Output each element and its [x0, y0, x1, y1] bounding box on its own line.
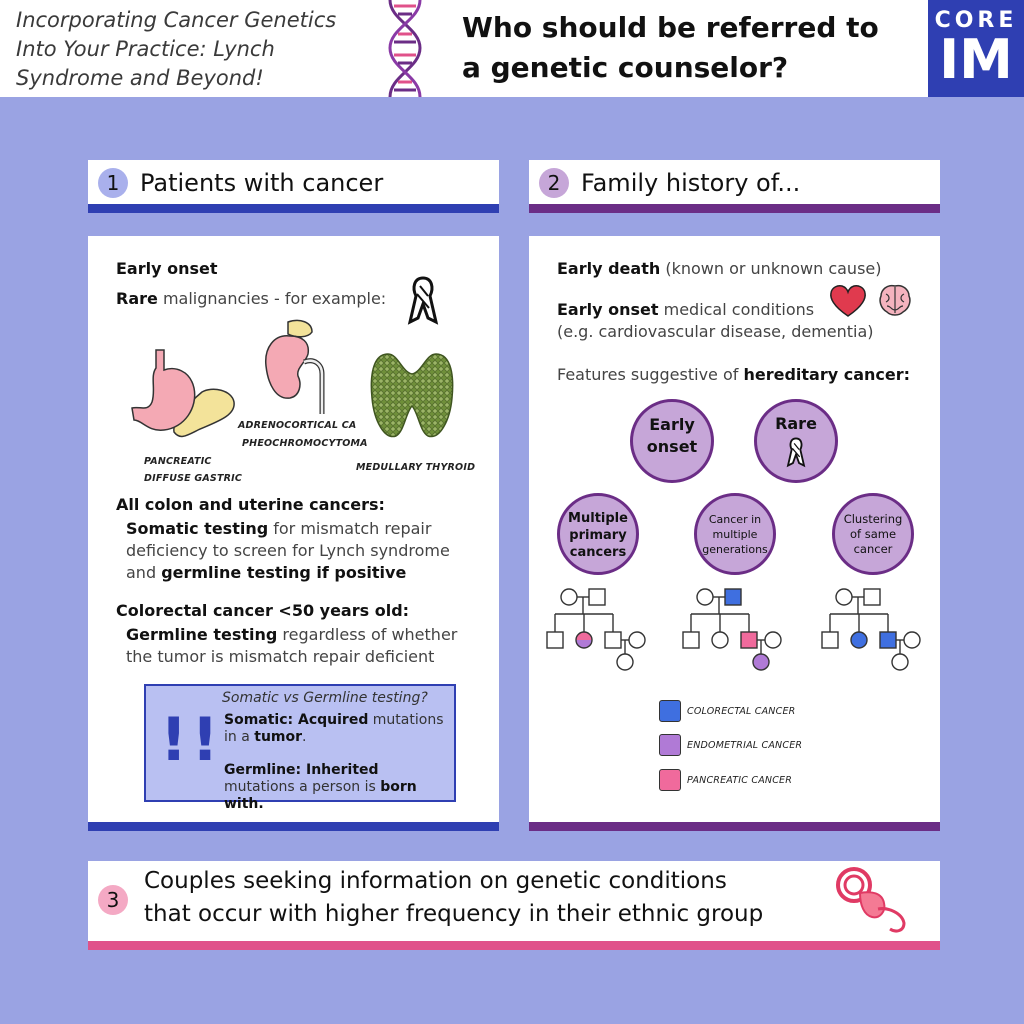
- hereditary-bold: hereditary cancer:: [743, 365, 911, 384]
- main-title: Who should be referred to a genetic coun…: [462, 11, 879, 84]
- pedigree-clustering: [821, 588, 921, 671]
- brand-logo: CORE IM: [928, 0, 1024, 97]
- rare-bold: Rare: [116, 289, 158, 308]
- adrenal-label-1: ADRENOCORTICAL CA: [238, 420, 357, 431]
- section1-number: 1: [98, 168, 128, 198]
- crc-text: regardless of whether the tumor is misma…: [126, 625, 458, 666]
- legend-endometrial: ENDOMETRIAL CANCER: [687, 740, 803, 751]
- circle-early-onset: Early onset: [630, 399, 714, 483]
- colon-body: Somatic testing for mismatch repair defi…: [126, 518, 482, 584]
- early-death-text: (known or unknown cause): [660, 259, 882, 278]
- circle-rare: Rare: [754, 399, 838, 483]
- stomach-icon: [131, 349, 235, 438]
- card1-bottom-bar: [88, 822, 499, 831]
- section2-header: 2 Family history of...: [529, 160, 940, 204]
- ribbon-icon: [786, 437, 806, 468]
- early-onset-line: Early onset medical conditions: [557, 299, 814, 321]
- card2-bottom-bar: [529, 822, 940, 831]
- section2-bar: [529, 204, 940, 213]
- note-germline: Germline: Inherited mutations a person i…: [224, 762, 452, 813]
- rare-rest: malignancies - for example:: [157, 289, 387, 308]
- pacifier-icon: [836, 867, 906, 933]
- germline-if-positive-bold: germline testing if positive: [161, 563, 407, 582]
- section1-header: 1 Patients with cancer: [88, 160, 499, 204]
- section3-bar: [88, 941, 940, 950]
- somatic-testing-bold: Somatic testing: [126, 519, 269, 538]
- features-text: Features suggestive of: [557, 365, 744, 384]
- germline-bold: Germline: Inherited: [224, 762, 379, 778]
- section3-card: 3 Couples seeking information on genetic…: [88, 861, 940, 941]
- tumor-bold: tumor: [254, 729, 303, 745]
- section1-title: Patients with cancer: [140, 169, 384, 197]
- somatic-text: mutations in a: [224, 712, 444, 745]
- dna-icon: [388, 0, 422, 97]
- patients-card: Early onset Rare malignancies - for exam…: [88, 236, 499, 822]
- pancreatic-label-1: PANCREATIC: [144, 456, 212, 467]
- brand-bottom: IM: [939, 28, 1013, 91]
- legend-swatch-pancreatic: [659, 769, 681, 791]
- crc-body: Germline testing regardless of whether t…: [126, 624, 482, 668]
- early-onset-label: Early onset: [116, 259, 218, 278]
- born-with-bold: born with.: [224, 779, 417, 812]
- circle-multi-generations: Cancer in multiple generations: [694, 493, 776, 575]
- heart-icon: [830, 285, 866, 317]
- colon-heading: All colon and uterine cancers:: [116, 495, 385, 514]
- family-history-card: Early death (known or unknown cause) Ear…: [529, 236, 940, 822]
- brain-icon: [879, 284, 911, 316]
- section3-number: 3: [98, 885, 128, 915]
- examples-line: (e.g. cardiovascular disease, dementia): [557, 322, 874, 341]
- early-onset-text: medical conditions: [658, 300, 815, 319]
- legend-swatch-endometrial: [659, 734, 681, 756]
- section1-bar: [88, 204, 499, 213]
- adrenal-label-2: PHEOCHROMOCYTOMA: [242, 438, 368, 449]
- header-bar: [0, 0, 1024, 97]
- note-question: Somatic vs Germline testing?: [222, 690, 428, 706]
- features-line: Features suggestive of hereditary cancer…: [557, 364, 910, 386]
- legend-swatch-colorectal: [659, 700, 681, 722]
- section2-number: 2: [539, 168, 569, 198]
- colon-text: for mismatch repair deficiency to screen…: [126, 519, 450, 582]
- legend-pancreatic: PANCREATIC CANCER: [687, 775, 793, 786]
- germline-testing-bold: Germline testing: [126, 625, 278, 644]
- section3-line2: that occur with higher frequency in thei…: [144, 901, 764, 927]
- pedigree-multiple-primary: [546, 588, 646, 671]
- kidney-icon: [265, 319, 325, 414]
- germline-text: mutations a person is: [224, 779, 381, 795]
- series-title: Incorporating Cancer Genetics Into Your …: [16, 8, 337, 90]
- crc-heading: Colorectal cancer <50 years old:: [116, 601, 410, 620]
- early-death-bold: Early death: [557, 259, 661, 278]
- section3-line1: Couples seeking information on genetic c…: [144, 868, 727, 894]
- circle-multiple-primary: Multiple primary cancers: [557, 493, 639, 575]
- thyroid-icon: [370, 353, 454, 438]
- circle-clustering: Clustering of same cancer: [832, 493, 914, 575]
- rare-line: Rare malignancies - for example:: [116, 288, 386, 310]
- thyroid-label: MEDULLARY THYROID: [356, 462, 476, 473]
- ribbon-icon: [407, 276, 439, 325]
- legend-colorectal: COLORECTAL CANCER: [687, 706, 796, 717]
- section2-title: Family history of...: [581, 169, 801, 197]
- somatic-germline-note: !! Somatic vs Germline testing? Somatic:…: [144, 684, 456, 812]
- pedigree-multi-generations: [682, 588, 782, 671]
- exclamation-icon: !!: [160, 705, 223, 775]
- brand-top: CORE: [934, 8, 1018, 33]
- pancreatic-label-2: DIFFUSE GASTRIC: [144, 473, 243, 484]
- early-death-line: Early death (known or unknown cause): [557, 258, 882, 280]
- circle-rare-label: Rare: [775, 414, 817, 433]
- note-somatic: Somatic: Acquired mutations in a tumor.: [224, 712, 452, 746]
- early-onset-bold: Early onset: [557, 300, 659, 319]
- somatic-bold: Somatic: Acquired: [224, 712, 369, 728]
- somatic-period: .: [302, 729, 307, 745]
